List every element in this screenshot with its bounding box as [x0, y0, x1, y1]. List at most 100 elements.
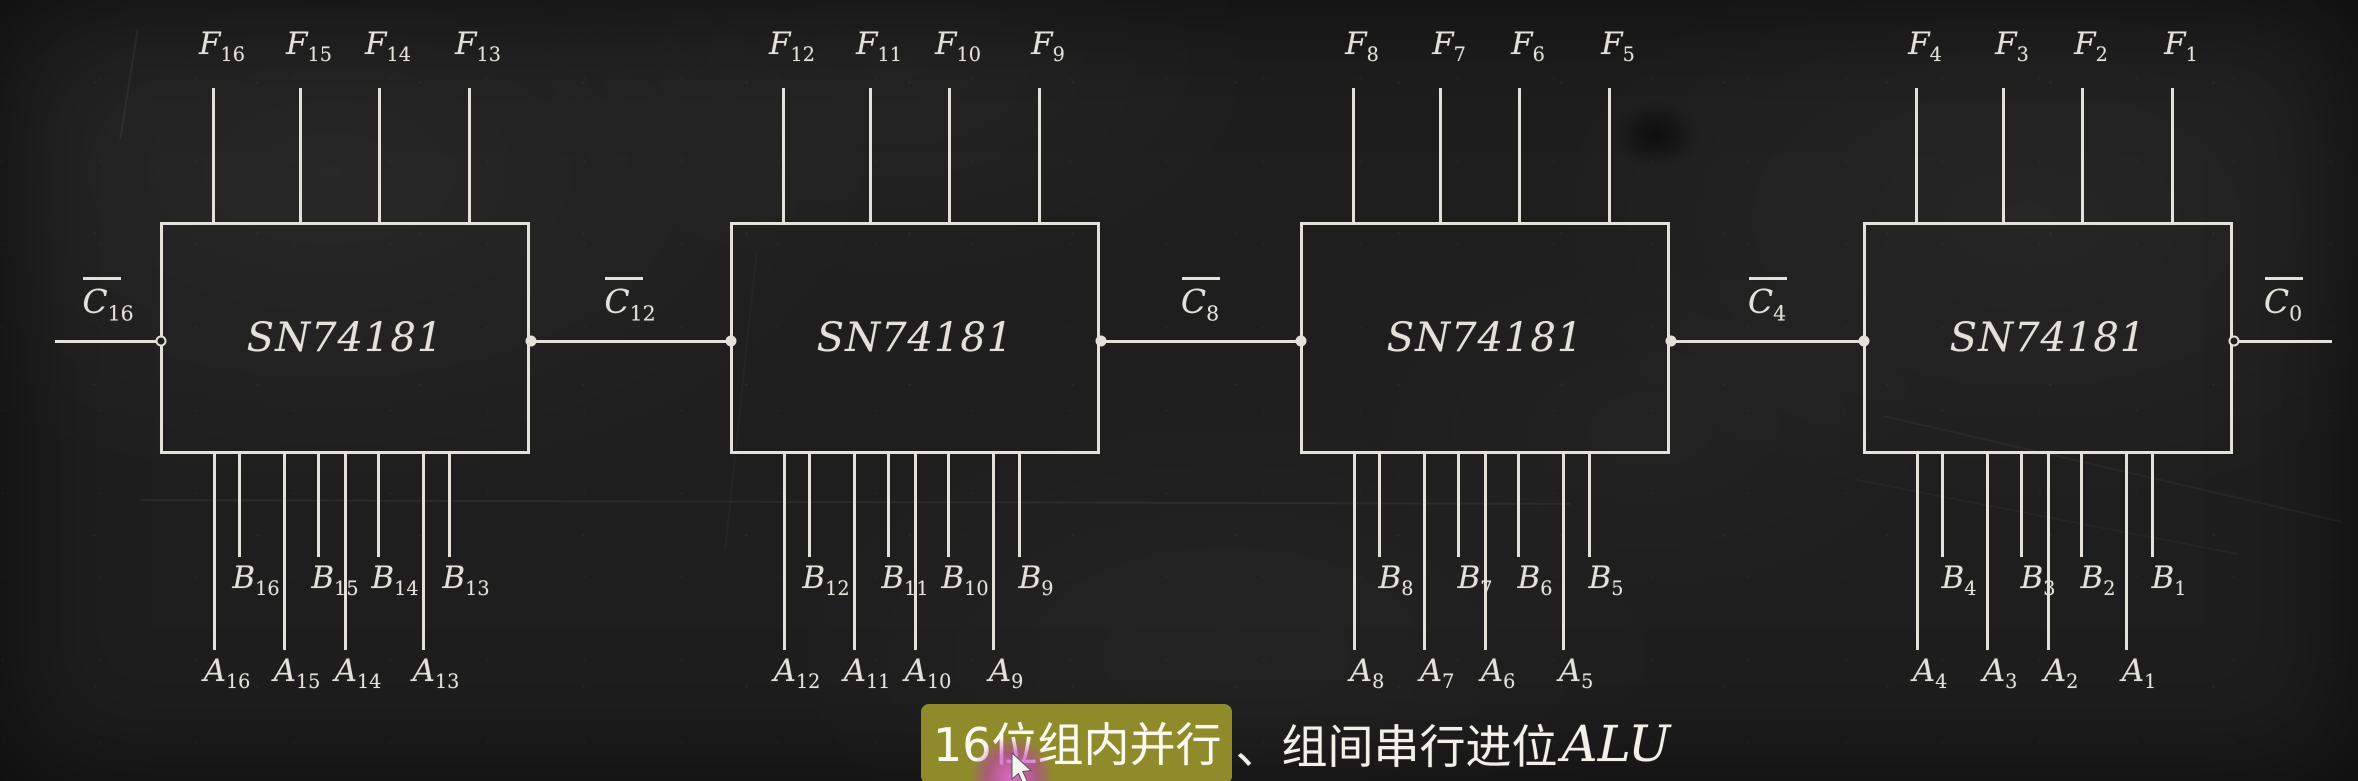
label-a12: A12 [773, 653, 821, 694]
carry-wire-c4 [1670, 340, 1863, 343]
wire-a5 [1562, 454, 1565, 650]
label-c4-bar: C4 [1747, 277, 1788, 326]
label-f3: F3 [1995, 26, 2029, 67]
label-c12-bar: C12 [604, 277, 656, 326]
wire-a16 [213, 454, 216, 650]
label-a10: A10 [904, 653, 952, 694]
wire-b8 [1378, 454, 1381, 557]
wire-f5 [1608, 88, 1611, 222]
chip-box: SN74181 [160, 222, 530, 454]
wire-a11 [853, 454, 856, 650]
wire-a3 [1986, 454, 1989, 650]
wire-b15 [317, 454, 320, 557]
label-b8: B8 [1378, 560, 1414, 601]
label-a5: A5 [1558, 653, 1594, 694]
label-f1: F1 [2164, 26, 2198, 67]
label-b12: B12 [802, 560, 850, 601]
label-f5: F5 [1601, 26, 1635, 67]
label-a2: A2 [2043, 653, 2079, 694]
label-a6: A6 [1480, 653, 1516, 694]
wire-b10 [947, 454, 950, 557]
wire-a6 [1484, 454, 1487, 650]
label-c0-bar: C0 [2263, 277, 2304, 326]
wire-a1 [2125, 454, 2128, 650]
carry-wire-c12 [530, 340, 730, 343]
label-f12: F12 [769, 26, 815, 67]
label-a7: A7 [1419, 653, 1455, 694]
wire-f12 [782, 88, 785, 222]
wire-b2 [2080, 454, 2083, 557]
label-f4: F4 [1908, 26, 1942, 67]
label-c8-bar: C8 [1180, 277, 1221, 326]
junction-dot [525, 335, 537, 347]
junction-dot [1295, 335, 1307, 347]
chip-label: SN74181 [1949, 315, 2147, 361]
label-a1: A1 [2121, 653, 2157, 694]
wire-a9 [992, 454, 995, 650]
wire-b3 [2020, 454, 2023, 557]
wire-f6 [1518, 88, 1521, 222]
wire-b14 [377, 454, 380, 557]
wire-b7 [1457, 454, 1460, 557]
wire-a15 [283, 454, 286, 650]
junction-dot [725, 335, 737, 347]
wire-f1 [2171, 88, 2174, 222]
chalk-streak [119, 28, 139, 140]
wire-f15 [299, 88, 302, 222]
wire-a8 [1353, 454, 1356, 650]
wire-a14 [344, 454, 347, 650]
junction-dot [1858, 335, 1870, 347]
wire-f9 [1038, 88, 1041, 222]
label-b1: B1 [2151, 560, 2187, 601]
wire-f11 [869, 88, 872, 222]
label-b4: B4 [1941, 560, 1977, 601]
wire-b9 [1018, 454, 1021, 557]
chip-box: SN74181 [1300, 222, 1670, 454]
wire-f4 [1915, 88, 1918, 222]
caption-rest: 、组间串行进位 [1235, 720, 1558, 774]
wire-a13 [422, 454, 425, 650]
wire-a10 [914, 454, 917, 650]
label-b6: B6 [1517, 560, 1553, 601]
wire-b6 [1517, 454, 1520, 557]
label-f11: F11 [856, 26, 902, 67]
carry-wire-c8 [1100, 340, 1300, 343]
carry-wire-c16 [55, 340, 160, 343]
label-a13: A13 [412, 653, 460, 694]
label-a8: A8 [1349, 653, 1385, 694]
label-f2: F2 [2074, 26, 2108, 67]
wire-f14 [378, 88, 381, 222]
wire-b5 [1588, 454, 1591, 557]
label-a11: A11 [843, 653, 891, 694]
wire-a2 [2047, 454, 2050, 650]
wire-f8 [1352, 88, 1355, 222]
label-a15: A15 [273, 653, 321, 694]
label-a14: A14 [334, 653, 382, 694]
label-c16-bar: C16 [82, 277, 134, 326]
label-f14: F14 [365, 26, 411, 67]
label-b9: B9 [1018, 560, 1054, 601]
label-a16: A16 [203, 653, 251, 694]
label-f7: F7 [1432, 26, 1466, 67]
chip-box: SN74181 [1863, 222, 2233, 454]
wire-f10 [948, 88, 951, 222]
label-f16: F16 [199, 26, 245, 67]
junction-dot [1095, 335, 1107, 347]
label-a4: A4 [1912, 653, 1948, 694]
label-b10: B10 [941, 560, 989, 601]
mouse-cursor-icon [1011, 753, 1033, 781]
label-b2: B2 [2080, 560, 2116, 601]
label-f9: F9 [1031, 26, 1065, 67]
chip-label: SN74181 [816, 315, 1014, 361]
carry-wire-c0 [2233, 340, 2332, 343]
wire-f13 [468, 88, 471, 222]
label-f6: F6 [1511, 26, 1545, 67]
junction-dot [1665, 335, 1677, 347]
wire-f16 [212, 88, 215, 222]
board-smudge [1615, 103, 1697, 167]
label-b16: B16 [232, 560, 280, 601]
wire-b4 [1941, 454, 1944, 557]
caption-alu: ALU [1561, 715, 1671, 773]
